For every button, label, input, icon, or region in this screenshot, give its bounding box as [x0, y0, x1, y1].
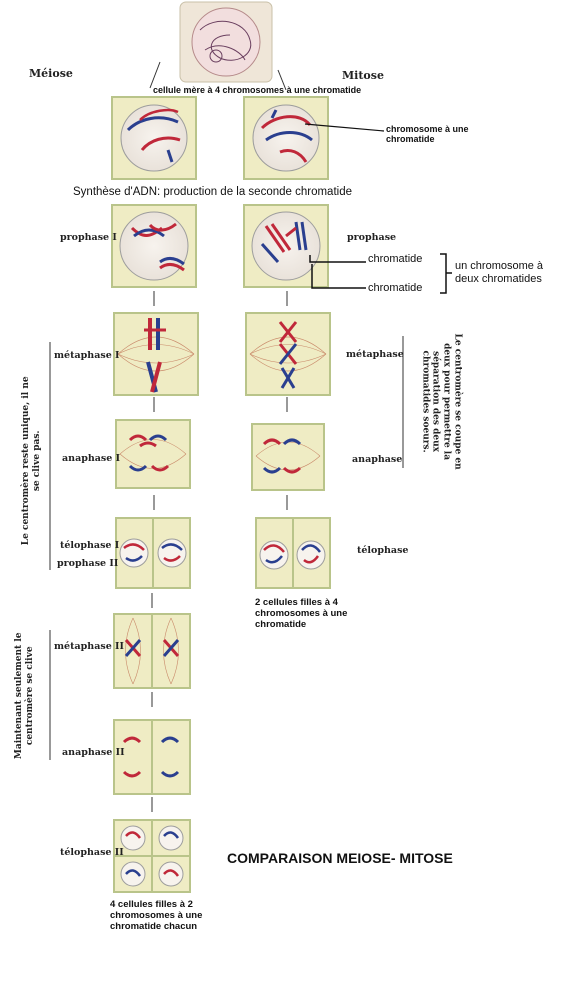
- side-note-centromere-split: Le centromère se coupe en deux pour perm…: [420, 333, 463, 470]
- label-chromatide-top: chromatide: [368, 253, 423, 265]
- label-anaphase2: anaphase II: [62, 747, 125, 758]
- cell-meiose-telophase2: [113, 819, 191, 893]
- cell-meiose-metaphase2: [113, 613, 191, 689]
- header-mitose: Mitose: [342, 69, 384, 82]
- annotation-chromosome: chromosome à une chromatide: [386, 124, 469, 145]
- cell-mitose-1: [243, 96, 329, 180]
- label-telophase2: télophase II: [60, 847, 124, 858]
- label-chromatide-bottom: chromatide: [368, 282, 423, 294]
- label-two-chromatids: un chromosome à deux chromatides: [455, 260, 544, 285]
- header-meiose: Méiose: [29, 67, 73, 80]
- cell-meiose-1: [111, 96, 197, 180]
- label-anaphase1: anaphase I: [62, 453, 121, 464]
- arrow-left: [149, 61, 161, 89]
- label-metaphase1: métaphase I: [54, 350, 120, 361]
- label-telophase: télophase: [357, 545, 409, 556]
- cell-meiose-anaphase1: [115, 419, 191, 489]
- synthesis-caption: Synthèse d'ADN: production de la seconde…: [73, 186, 352, 198]
- label-prophase: prophase: [347, 232, 397, 243]
- cell-meiose-prophase1: [111, 204, 197, 288]
- cell-meiose-metaphase1: [113, 312, 199, 396]
- cell-meiose-telophase1: [115, 517, 191, 589]
- label-prophase2: prophase II: [57, 558, 119, 569]
- cell-mitose-metaphase: [245, 312, 331, 396]
- mother-cell: [179, 1, 273, 83]
- side-note-centromere-unique: Le centromère reste unique, il ne se cli…: [21, 376, 42, 546]
- arrow-right: [277, 69, 287, 91]
- top-caption: cellule mère à 4 chromosomes à une chrom…: [153, 85, 362, 95]
- cell-mitose-anaphase: [251, 423, 325, 491]
- label-telophase1: télophase I: [60, 540, 120, 551]
- cell-mitose-prophase: [243, 204, 329, 288]
- label-anaphase: anaphase: [352, 454, 403, 465]
- mitose-result: 2 cellules filles à 4 chromosomes à une …: [255, 597, 348, 630]
- label-prophase1: prophase I: [60, 232, 117, 243]
- cell-meiose-anaphase2: [113, 719, 191, 795]
- side-note-centromere-clive: Maintenant seulement le centromère se cl…: [14, 632, 35, 760]
- meiose-result: 4 cellules filles à 2 chromosomes à une …: [110, 899, 203, 932]
- label-metaphase: métaphase: [346, 349, 404, 360]
- cell-mitose-telophase: [255, 517, 331, 589]
- main-title: COMPARAISON MEIOSE- MITOSE: [227, 850, 453, 866]
- label-metaphase2: métaphase II: [54, 641, 124, 652]
